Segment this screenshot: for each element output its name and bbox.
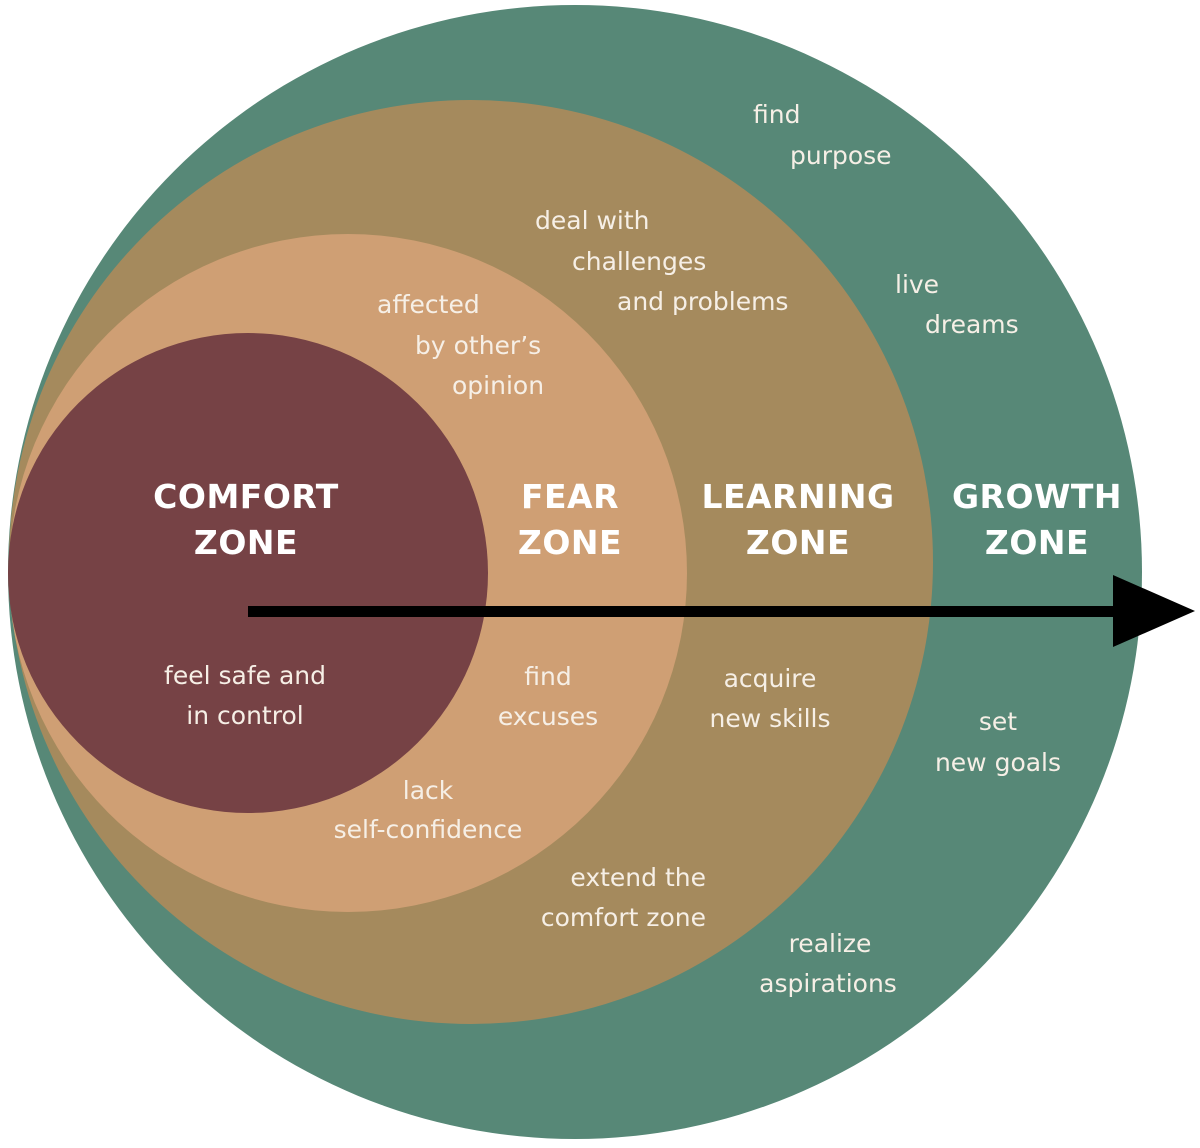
learning-note-acquire-skills: acquire new skills: [710, 664, 831, 733]
svg-text:deal with: deal with: [535, 206, 650, 235]
growth-note-live-dreams: live dreams: [895, 270, 1019, 339]
svg-text:by other’s: by other’s: [415, 331, 541, 360]
fear-note-affected: affected by other’s opinion: [377, 290, 544, 400]
svg-text:LEARNING: LEARNING: [701, 477, 894, 516]
svg-text:opinion: opinion: [452, 371, 544, 400]
svg-text:live: live: [895, 270, 939, 299]
svg-text:comfort zone: comfort zone: [541, 903, 706, 932]
svg-text:COMFORT: COMFORT: [153, 477, 339, 516]
learning-note-extend-comfort: extend the comfort zone: [541, 863, 706, 932]
growth-note-realize-aspirations: realize aspirations: [759, 929, 897, 998]
svg-text:ZONE: ZONE: [194, 523, 298, 562]
svg-text:set: set: [979, 707, 1017, 736]
svg-text:ZONE: ZONE: [518, 523, 622, 562]
svg-text:self-confidence: self-confidence: [334, 815, 523, 844]
svg-text:ZONE: ZONE: [985, 523, 1089, 562]
svg-text:aspirations: aspirations: [759, 969, 897, 998]
svg-text:excuses: excuses: [498, 702, 598, 731]
comfort-zone-title: COMFORT ZONE: [153, 477, 339, 562]
svg-text:GROWTH: GROWTH: [952, 477, 1122, 516]
svg-text:FEAR: FEAR: [521, 477, 619, 516]
growth-note-set-goals: set new goals: [935, 707, 1061, 777]
svg-text:in control: in control: [186, 701, 303, 730]
svg-text:new skills: new skills: [710, 704, 831, 733]
svg-text:acquire: acquire: [724, 664, 817, 693]
growth-note-find-purpose: find purpose: [753, 100, 892, 170]
svg-text:lack: lack: [403, 776, 454, 805]
svg-text:extend the: extend the: [570, 863, 706, 892]
learning-note-deal-with: deal with challenges and problems: [535, 206, 788, 316]
fear-note-lack-confidence: lack self-confidence: [334, 776, 523, 844]
fear-note-find-excuses: find excuses: [498, 662, 598, 731]
growth-zone-title: GROWTH ZONE: [952, 477, 1122, 562]
svg-text:feel safe and: feel safe and: [164, 661, 326, 690]
comfort-note-feel-safe: feel safe and in control: [164, 661, 326, 730]
svg-text:challenges: challenges: [572, 247, 706, 276]
svg-text:dreams: dreams: [925, 310, 1019, 339]
svg-text:find: find: [753, 100, 800, 129]
svg-text:realize: realize: [789, 929, 872, 958]
svg-text:new goals: new goals: [935, 748, 1061, 777]
fear-zone-title: FEAR ZONE: [518, 477, 622, 562]
svg-text:affected: affected: [377, 290, 480, 319]
svg-text:find: find: [524, 662, 571, 691]
svg-text:and problems: and problems: [617, 287, 788, 316]
learning-zone-title: LEARNING ZONE: [701, 477, 894, 562]
svg-text:ZONE: ZONE: [746, 523, 850, 562]
comfort-zone-circle: [8, 333, 488, 813]
svg-text:purpose: purpose: [790, 141, 892, 170]
arrow-right-icon: [248, 575, 1195, 647]
